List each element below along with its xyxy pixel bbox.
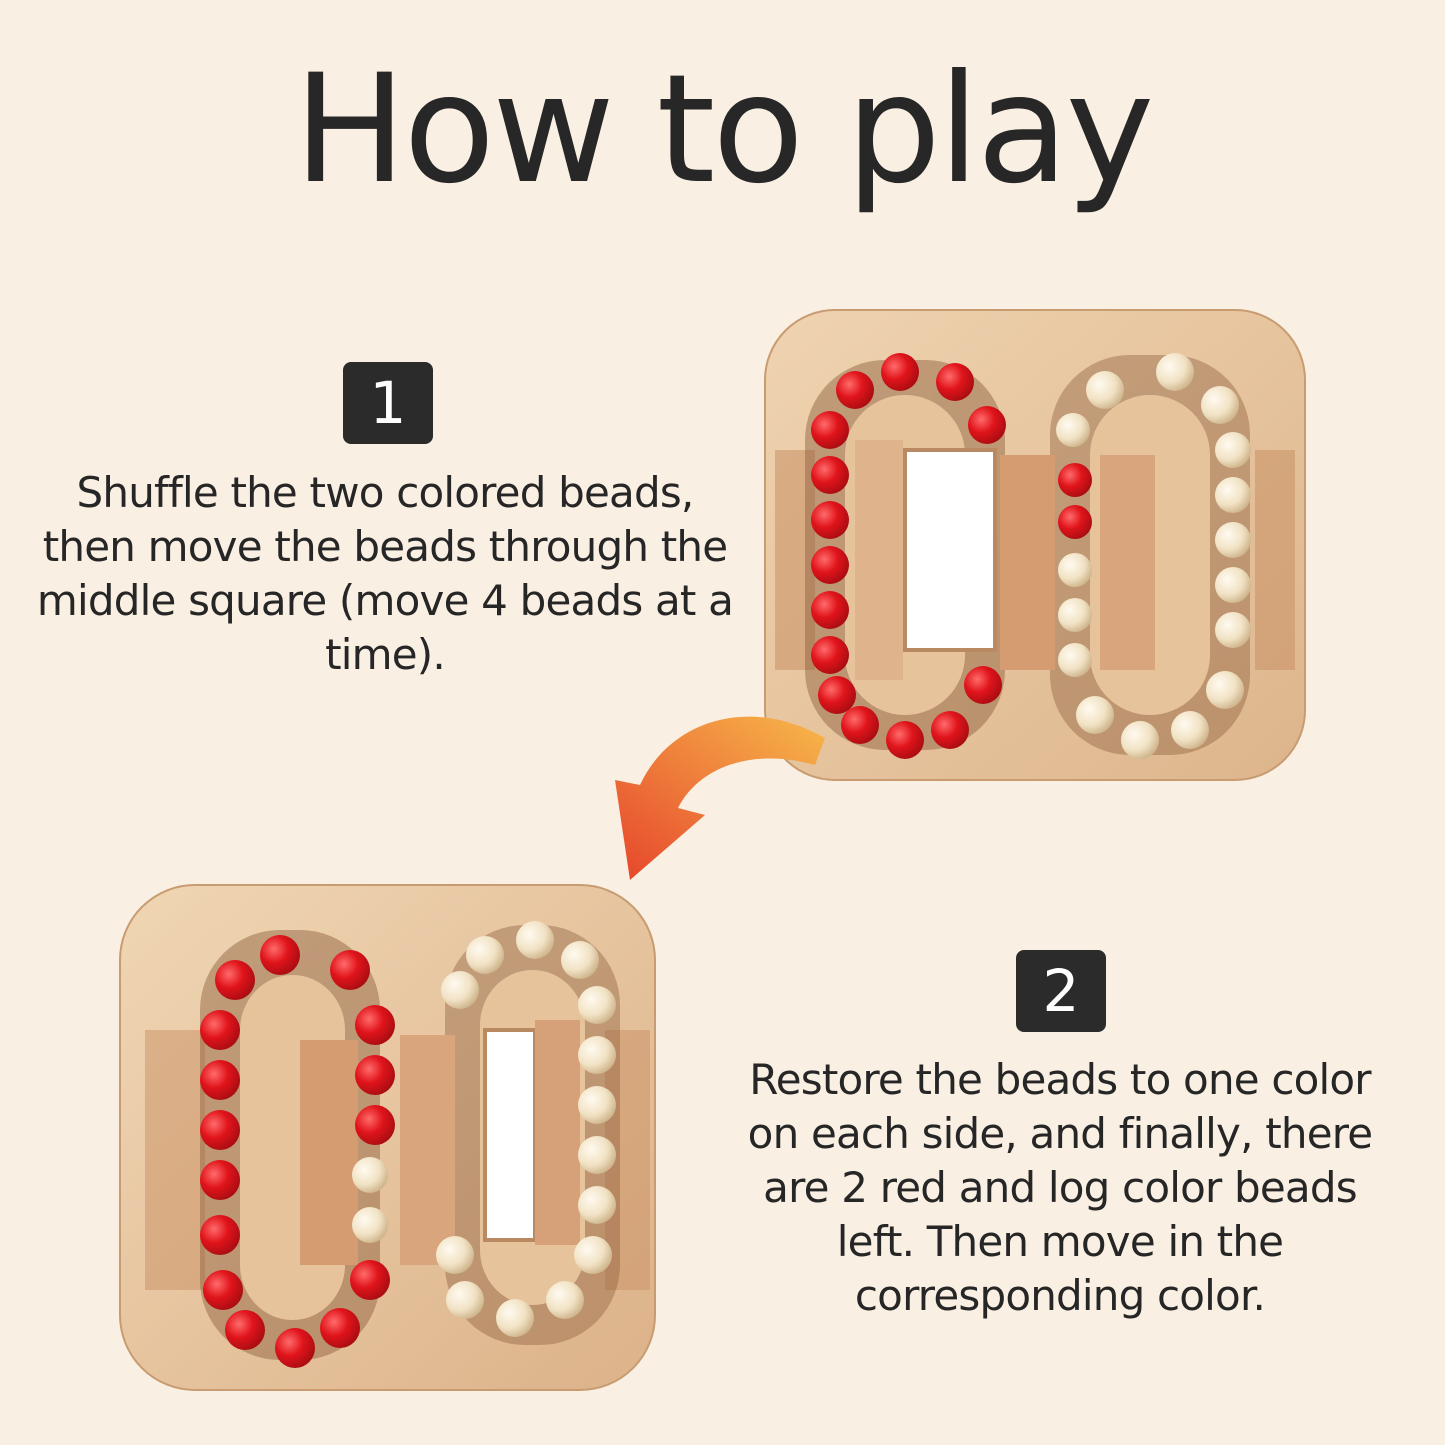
step-2-badge: 2 [1016,950,1106,1032]
step-1-badge: 1 [343,362,433,444]
step-1-text: Shuffle the two colored beads, then move… [36,468,734,679]
curved-arrow-icon [615,716,825,880]
puzzle-image-shuffled [764,309,1306,781]
step-2-text: Restore the beads to one color on each s… [747,1055,1373,1320]
puzzle-image-solved [119,884,656,1391]
page-title: How to play [293,43,1155,217]
